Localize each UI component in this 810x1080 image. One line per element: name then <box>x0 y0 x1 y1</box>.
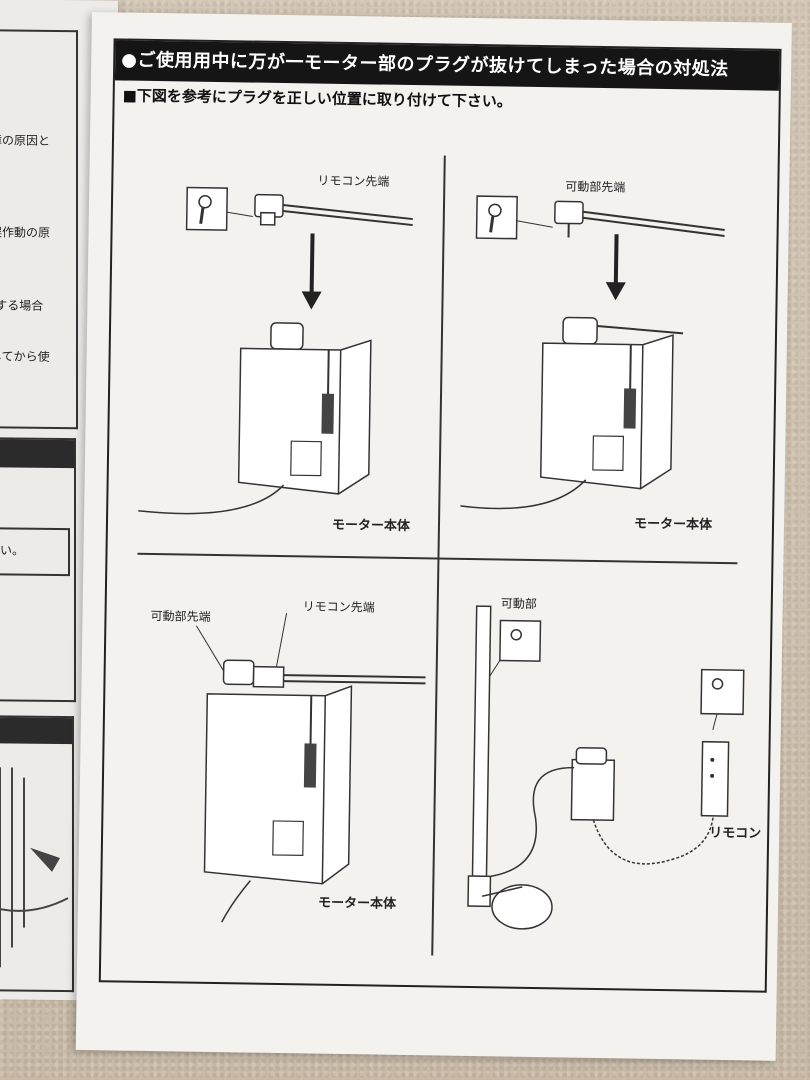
motor-plug-illustration-2 <box>460 195 725 510</box>
panel-step-3: 可動部先端 リモコン先端 モーター本体 <box>121 581 427 946</box>
instruction-text: ■下図を参考にプラグを正しい位置に取り付けて下さい。 <box>122 86 512 111</box>
motor-plug-illustration-3 <box>195 613 426 923</box>
movable-tip-label-2: 可動部先端 <box>150 608 211 624</box>
actuator-remote-illustration <box>467 605 745 930</box>
left-text-6: い。 <box>0 543 25 558</box>
motor-body-label-1: モーター本体 <box>331 517 411 535</box>
left-text-2: 障の原因と <box>0 133 51 148</box>
left-text-3: 誤作動の原 <box>0 225 51 240</box>
instruction-sheet: ●ご使用用中に万が一モーター部のプラグが抜けてしまった場合の対処法 ■下図を参考… <box>75 12 792 1061</box>
left-band-middle <box>0 439 74 469</box>
left-frame-top: 。 障の原因と 誤作動の原 'する場合 してから使 <box>0 29 78 430</box>
panel-step-1: リモコン先端 モーター本体 <box>138 161 434 546</box>
content-frame: ●ご使用用中に万が一モーター部のプラグが抜けてしまった場合の対処法 ■下図を参考… <box>98 38 782 993</box>
left-frame-middle: い。 <box>0 437 76 703</box>
panel-step-2: 可動部先端 モーター本体 <box>460 166 766 551</box>
left-band-bottom <box>0 717 72 745</box>
left-page: 。 障の原因と 誤作動の原 'する場合 してから使 い。 <box>0 0 118 1001</box>
movable-tip-label-1: 可動部先端 <box>565 179 626 195</box>
left-frame-bottom <box>0 715 74 993</box>
motor-body-label-3: モーター本体 <box>317 895 397 912</box>
movable-part-label: 可動部 <box>500 596 537 612</box>
left-text-5: してから使 <box>0 349 50 364</box>
section-title: ●ご使用用中に万が一モーター部のプラグが抜けてしまった場合の対処法 <box>114 40 780 91</box>
motor-body-label-2: モーター本体 <box>633 516 713 533</box>
motor-plug-illustration-1 <box>138 186 413 515</box>
remote-label: リモコン <box>709 825 762 842</box>
remote-tip-label-1: リモコン先端 <box>317 173 390 189</box>
left-text-4: 'する場合 <box>0 298 44 313</box>
remote-tip-label-2: リモコン先端 <box>302 599 375 615</box>
left-textbox: い。 <box>0 527 70 577</box>
panel-step-4: 可動部 リモコン <box>441 576 767 961</box>
left-illustration <box>0 767 69 968</box>
